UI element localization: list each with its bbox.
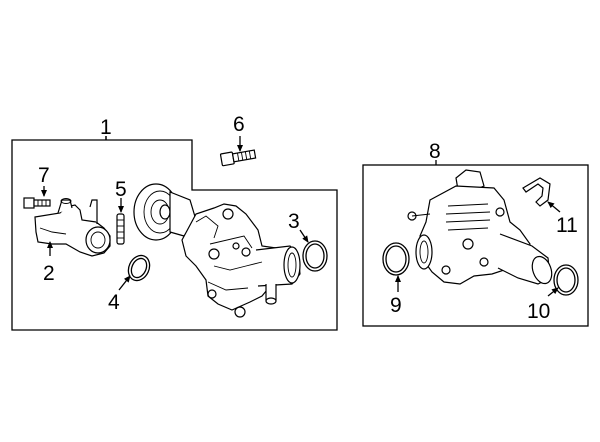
water-pump-assembly — [133, 183, 301, 318]
callout-11: 11 — [556, 214, 578, 237]
callout-10: 10 — [527, 300, 550, 323]
callout-5: 5 — [115, 178, 127, 201]
o-ring-10 — [553, 264, 579, 296]
stud-5 — [116, 213, 125, 245]
callout-3: 3 — [288, 210, 300, 233]
bolt-6 — [219, 149, 257, 167]
callout-1: 1 — [100, 116, 112, 139]
o-ring-9 — [382, 242, 410, 276]
bolt-7 — [23, 197, 51, 209]
group-frame-8 — [362, 164, 589, 327]
callout-8: 8 — [429, 140, 441, 163]
o-ring-4 — [127, 254, 151, 282]
clip-11 — [522, 177, 551, 207]
callout-6: 6 — [233, 113, 245, 136]
callout-7: 7 — [38, 164, 50, 187]
callout-2: 2 — [43, 262, 55, 285]
o-ring-3 — [302, 240, 328, 272]
callout-4: 4 — [108, 291, 120, 314]
thermostat-housing-assembly — [407, 169, 553, 285]
coolant-pipe-2 — [34, 198, 111, 257]
callout-9: 9 — [390, 294, 402, 317]
group-frame-1 — [11, 139, 338, 331]
